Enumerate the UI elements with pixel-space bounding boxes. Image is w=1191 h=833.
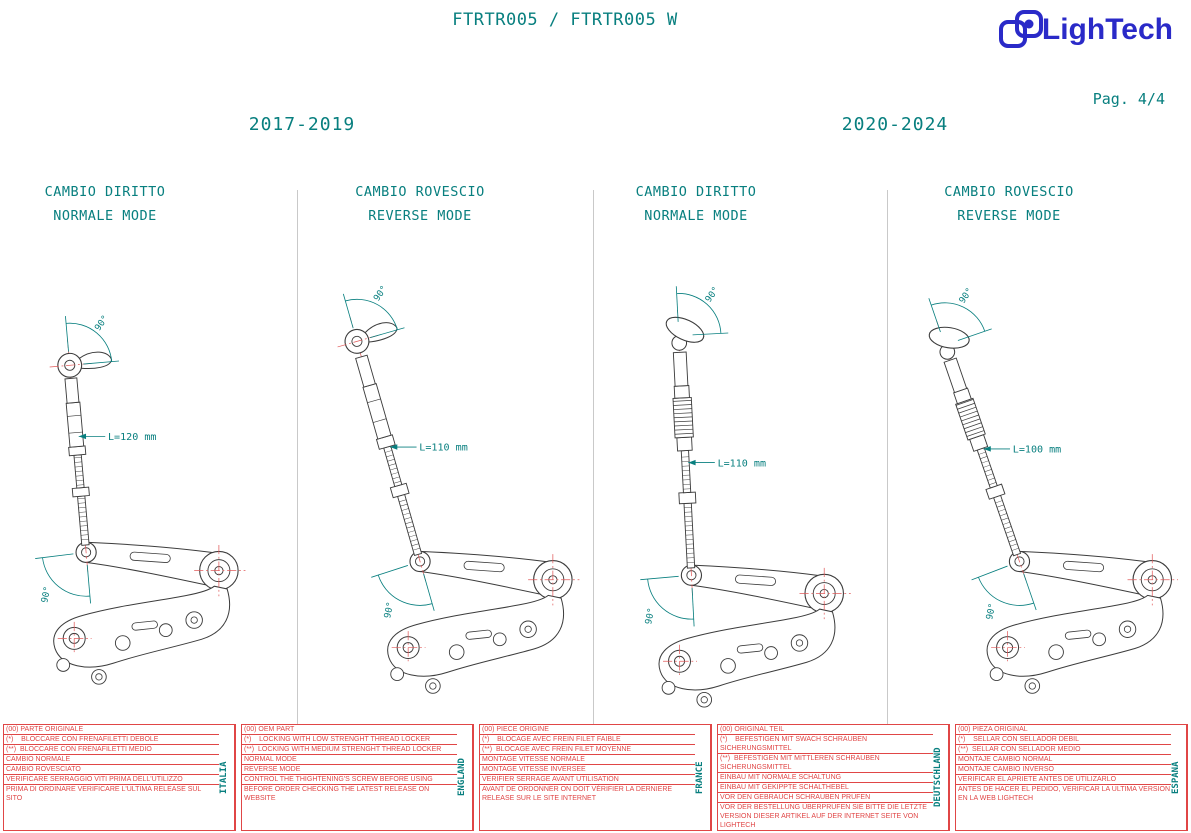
lever-assembly bbox=[986, 550, 1178, 694]
mode-label-en: NORMALE MODE bbox=[53, 208, 157, 224]
angle-annotation-top: 90° bbox=[93, 314, 111, 333]
legend-row: BEFORE ORDER CHECKING THE LATEST RELEASE… bbox=[244, 786, 432, 802]
column-title-3: CAMBIO DIRITTO NORMALE MODE bbox=[636, 180, 757, 228]
legend-table-espana: (00) PIEZA ORIGINAL(*) SELLAR CON SELLAD… bbox=[955, 724, 1188, 831]
legend-row: (00) PIECE ORIGINE bbox=[480, 725, 695, 735]
legend-row: VERIFICAR EL APRIETE ANTES DE UTILIZARLO bbox=[956, 775, 1171, 785]
legend-row: NORMAL MODE bbox=[242, 755, 457, 765]
assembly-drawing-normal-2020: 90° 90° L=110 mm bbox=[640, 285, 851, 708]
legend-row: CAMBIO NORMALE bbox=[4, 755, 219, 765]
legend-row: (00) ORIGINAL TEIL bbox=[718, 725, 933, 735]
lightech-logo-text: LighTech bbox=[1041, 13, 1173, 46]
angle-annotation-bottom: 90° bbox=[40, 586, 53, 604]
legend-row: ANTES DE HACER EL PEDIDO, VERIFICAR LA U… bbox=[958, 786, 1170, 802]
legend-table-england: (00) OEM PART(*) LOCKING WITH LOW STRENG… bbox=[241, 724, 474, 831]
legend-language-label: ENGLAND bbox=[457, 725, 473, 830]
length-dimension-label: L=100 mm bbox=[1013, 445, 1061, 456]
legend-table-italia: (00) PARTE ORIGINALE(*) BLOCCARE CON FRE… bbox=[3, 724, 236, 831]
legend-row: MONTAGE VITESSE NORMALE bbox=[480, 755, 695, 765]
page-number: Pag. 4/4 bbox=[1092, 90, 1165, 108]
lever-assembly bbox=[53, 541, 246, 685]
legend-row: PRIMA DI ORDINARE VERIFICARE L'ULTIMA RE… bbox=[6, 786, 204, 802]
legend-row: (**) BLOCCARE CON FRENAFILETTI MEDIO bbox=[4, 745, 219, 755]
column-title-4: CAMBIO ROVESCIO REVERSE MODE bbox=[944, 180, 1073, 228]
legend-language-label: DEUTSCHLAND bbox=[933, 725, 949, 830]
legend-row: (*) LOCKING WITH LOW STRENGHT THREAD LOC… bbox=[242, 735, 457, 745]
mode-label-en: REVERSE MODE bbox=[957, 208, 1061, 224]
shift-rod bbox=[928, 320, 1027, 581]
lightech-logo: LighTech bbox=[996, 8, 1173, 54]
year-range-2017-2019: 2017-2019 bbox=[248, 114, 356, 135]
legend-row: (*) BEFESTIGEN MIT SWACH SCHRAUBEN SICHE… bbox=[718, 735, 933, 754]
legend-row: CAMBIO ROVESCIATO bbox=[4, 765, 219, 775]
legend-row: (00) OEM PART bbox=[242, 725, 457, 735]
column-title-2: CAMBIO ROVESCIO REVERSE MODE bbox=[355, 180, 484, 228]
mode-label-it: CAMBIO DIRITTO bbox=[635, 184, 757, 200]
column-divider bbox=[887, 190, 888, 737]
shift-rod bbox=[665, 309, 705, 596]
angle-annotation-top: 90° bbox=[704, 285, 722, 304]
legend-tables: (00) PARTE ORIGINALE(*) BLOCCARE CON FRE… bbox=[3, 724, 1188, 831]
legend-table-deutschland: (00) ORIGINAL TEIL(*) BEFESTIGEN MIT SWA… bbox=[717, 724, 950, 831]
legend-row: (*) BLOCCARE CON FRENAFILETTI DEBOLE bbox=[4, 735, 219, 745]
legend-row: (**) BLOCAGE AVEC FREIN FILET MOYENNE bbox=[480, 745, 695, 755]
shift-rod bbox=[49, 339, 113, 573]
legend-row: MONTAJE CAMBIO INVERSO bbox=[956, 765, 1171, 775]
length-dimension-label: L=110 mm bbox=[718, 458, 766, 469]
legend-row: (**) BEFESTIGEN MIT MITTLEREN SCHRAUBEN … bbox=[718, 754, 933, 773]
assembly-drawing-normal-2017: 90° 90° L=120 mm bbox=[35, 314, 246, 685]
legend-row: (*) BLOCAGE AVEC FREIN FILET FAIBLE bbox=[480, 735, 695, 745]
legend-row: (*) SELLAR CON SELLADOR DEBIL bbox=[956, 735, 1171, 745]
legend-row: (00) PARTE ORIGINALE bbox=[4, 725, 219, 735]
legend-row: EINBAU MIT NORMALE SCHALTUNG bbox=[718, 773, 933, 783]
column-title-1: CAMBIO DIRITTO NORMALE MODE bbox=[45, 180, 166, 228]
lever-assembly bbox=[658, 564, 851, 708]
column-divider bbox=[297, 190, 298, 737]
angle-annotation-bottom: 90° bbox=[644, 607, 657, 625]
legend-language-label: ESPAÑA bbox=[1171, 725, 1187, 830]
legend-row: (**) LOCKING WITH MEDIUM STRENGHT THREAD… bbox=[242, 745, 457, 755]
legend-row: MONTAJE CAMBIO NORMAL bbox=[956, 755, 1171, 765]
mode-label-it: CAMBIO DIRITTO bbox=[44, 184, 166, 200]
length-dimension-label: L=110 mm bbox=[419, 443, 467, 454]
legend-language-label: ITALIA bbox=[219, 725, 235, 830]
mode-label-en: NORMALE MODE bbox=[644, 208, 748, 224]
angle-annotation-top: 90° bbox=[372, 284, 390, 303]
mode-label-it: CAMBIO ROVESCIO bbox=[355, 184, 485, 200]
legend-language-label: FRANCE bbox=[695, 725, 711, 830]
assembly-drawing-reverse-2017: 90° 90° L=110 mm bbox=[337, 284, 580, 694]
angle-annotation-bottom: 90° bbox=[383, 601, 396, 619]
legend-row: VERIFIER SERRAGE AVANT UTILISATION bbox=[480, 775, 695, 785]
mode-label-it: CAMBIO ROVESCIO bbox=[944, 184, 1074, 200]
lever-assembly bbox=[387, 550, 580, 694]
legend-row: AVANT DE ORDONNER ON DOIT VÉRIFIER LA DE… bbox=[482, 786, 675, 802]
year-range-2020-2024: 2020-2024 bbox=[841, 114, 949, 135]
legend-row: MONTAGE VITESSE INVERSEE bbox=[480, 765, 695, 775]
column-divider bbox=[593, 190, 594, 752]
legend-row: VERIFICARE SERRAGGIO VITI PRIMA DELL'UTI… bbox=[4, 775, 219, 785]
page-title: FTRTR005 / FTRTR005 W bbox=[452, 10, 678, 30]
angle-annotation-top: 90° bbox=[958, 286, 976, 305]
mode-label-en: REVERSE MODE bbox=[368, 208, 472, 224]
angle-annotation-bottom: 90° bbox=[985, 603, 998, 621]
legend-row: VOR DER BESTELLUNG ÜBERPRÜFEN SIE BITTE … bbox=[720, 804, 929, 829]
legend-row: (00) PIEZA ORIGINAL bbox=[956, 725, 1171, 735]
legend-row: CONTROL THE THIGHTENING'S SCREW BEFORE U… bbox=[242, 775, 457, 785]
legend-row: VOR DEN GEBRAUCH SCHRAUBEN PRÜFEN bbox=[718, 793, 933, 803]
lightech-logo-icon bbox=[998, 10, 1043, 48]
legend-row: (**) SELLAR CON SELLADOR MEDIO bbox=[956, 745, 1171, 755]
legend-row: REVERSE MODE bbox=[242, 765, 457, 775]
legend-table-france: (00) PIECE ORIGINE(*) BLOCAGE AVEC FREIN… bbox=[479, 724, 712, 831]
assembly-drawing-reverse-2020: 90° 90° L=100 mm bbox=[928, 286, 1178, 694]
length-dimension-label: L=120 mm bbox=[108, 432, 156, 443]
legend-row: EINBAU MIT GEKIPPTE SCHALTHEBEL bbox=[718, 783, 933, 793]
